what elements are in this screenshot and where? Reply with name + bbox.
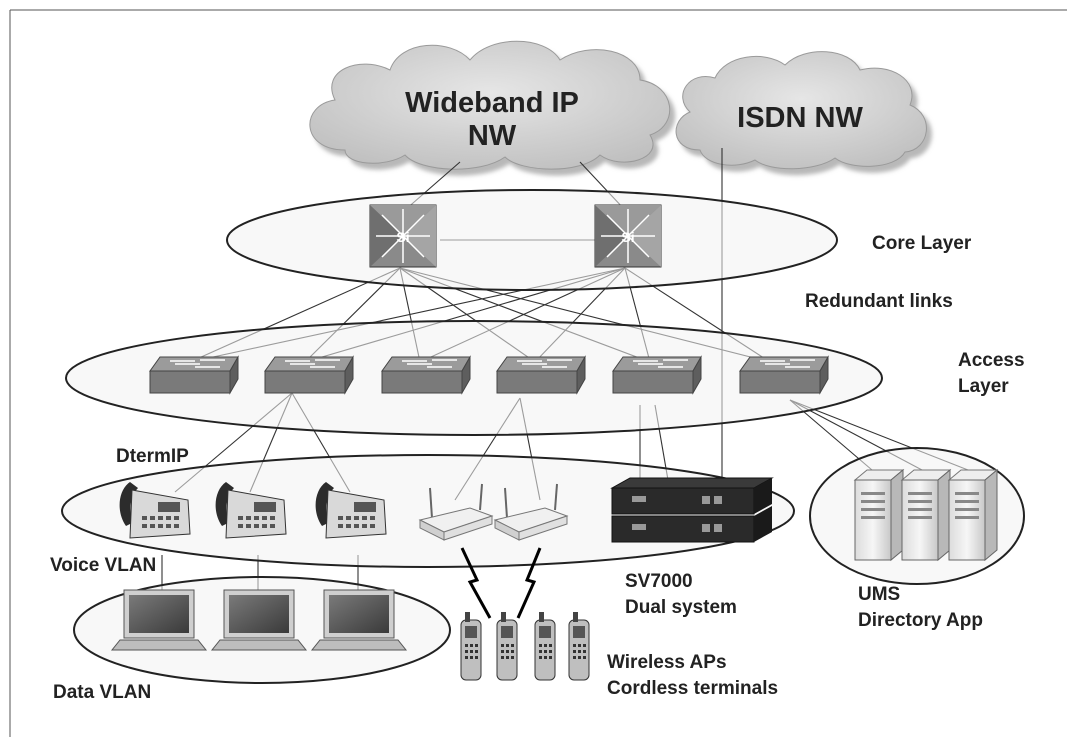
ip-phone-2	[215, 482, 287, 539]
cordless-terminal-4	[568, 612, 590, 681]
voice-vlan-label: Voice VLAN	[50, 555, 156, 576]
wideband-ip-cloud	[309, 40, 671, 170]
sv7000-label-line2: Dual system	[625, 597, 737, 618]
isdn-cloud	[675, 51, 927, 170]
wireless-label-line2: Cordless terminals	[607, 678, 778, 699]
ums-server-2	[900, 468, 952, 562]
access-switch-3	[381, 355, 471, 395]
redundant-links-label: Redundant links	[805, 291, 953, 312]
core-layer-ellipse	[226, 189, 838, 291]
cordless-terminal-2	[496, 612, 518, 681]
access-layer-label-line1: Access	[958, 350, 1025, 371]
access-switch-2	[264, 355, 354, 395]
ip-phone-3	[315, 482, 387, 539]
core-switch-right: Si	[594, 204, 662, 268]
ums-server-3	[947, 468, 999, 562]
isdn-cloud-label: ISDN NW	[737, 102, 863, 134]
wireless-ap-1	[418, 483, 494, 541]
core-switch-left-mark: Si	[396, 229, 409, 245]
wideband-cloud-line1: Wideband IP	[405, 87, 579, 119]
access-switch-1	[149, 355, 239, 395]
sv7000-label-line1: SV7000	[625, 571, 693, 592]
wireless-signal-icon-1	[460, 547, 492, 619]
core-layer-label: Core Layer	[872, 233, 972, 254]
dterm-ip-label: DtermIP	[116, 446, 189, 467]
sv7000-system	[610, 477, 774, 543]
access-switch-5	[612, 355, 702, 395]
core-switch-right-mark: Si	[621, 229, 634, 245]
laptop-3	[310, 589, 408, 651]
access-switch-4	[496, 355, 586, 395]
wireless-label-line1: Wireless APs	[607, 652, 727, 673]
laptop-2	[210, 589, 308, 651]
wideband-cloud-line2: NW	[468, 120, 517, 152]
ums-label-line2: Directory App	[858, 610, 983, 631]
ip-phone-1	[119, 482, 191, 539]
wireless-signal-icon-2	[516, 547, 542, 619]
laptop-1	[110, 589, 208, 651]
wireless-ap-2	[493, 483, 569, 541]
access-layer-label-line2: Layer	[958, 376, 1009, 397]
ums-server-1	[853, 468, 905, 562]
cordless-terminal-3	[534, 612, 556, 681]
ums-label-line1: UMS	[858, 584, 900, 605]
voice-vlan-ellipse	[61, 454, 795, 568]
data-vlan-label: Data VLAN	[53, 682, 151, 703]
access-layer-ellipse	[65, 320, 883, 436]
cordless-terminal-1	[460, 612, 482, 681]
frame-border	[9, 9, 1067, 737]
access-switch-6	[739, 355, 829, 395]
core-switch-left: Si	[369, 204, 437, 268]
